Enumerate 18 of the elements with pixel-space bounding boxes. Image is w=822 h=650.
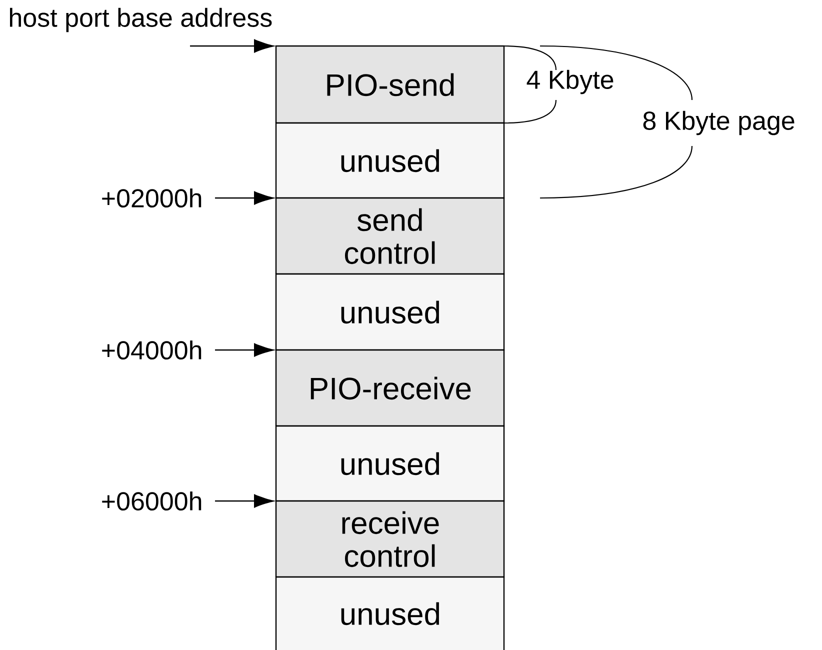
memory-row: PIO-send bbox=[275, 45, 505, 124]
arrow bbox=[215, 191, 274, 205]
address-label: host port base address bbox=[10, 8, 272, 32]
memory-row: receive control bbox=[275, 500, 505, 578]
memory-row: unused bbox=[275, 576, 505, 650]
size-label: 8 Kbyte page bbox=[643, 110, 794, 136]
arrow bbox=[215, 494, 274, 508]
memory-row: PIO-receive bbox=[275, 349, 505, 427]
memory-row: unused bbox=[275, 425, 505, 502]
memory-row: unused bbox=[275, 273, 505, 351]
memory-row: send control bbox=[275, 197, 505, 275]
arrow bbox=[215, 343, 274, 357]
memory-row: unused bbox=[275, 122, 505, 199]
address-label: +04000h bbox=[102, 340, 202, 360]
address-label: +06000h bbox=[102, 491, 202, 511]
address-label: +02000h bbox=[102, 188, 202, 208]
size-label: 4 Kbyte bbox=[526, 70, 614, 94]
arrow bbox=[190, 39, 274, 53]
